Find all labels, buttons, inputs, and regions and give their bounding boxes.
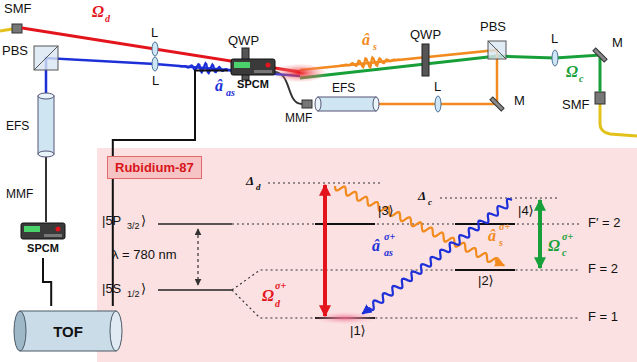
anti-stokes-beam: [46, 58, 300, 96]
stokes-packet: [340, 58, 400, 68]
symbol-label: Δ: [418, 189, 426, 202]
part-label: L: [434, 80, 441, 93]
symbol-label: s: [373, 42, 377, 52]
part-label: EFS: [332, 82, 355, 94]
fiber-connector: [12, 24, 22, 33]
level-scheme-panel: Rubidium-87: [97, 148, 637, 362]
single-mode-fiber: [600, 104, 637, 136]
mirror: [490, 97, 504, 111]
part-label: EFS: [6, 120, 29, 132]
fiber-connector: [595, 92, 605, 104]
quarter-wave-plate: [422, 44, 429, 76]
symbol-label: d: [105, 14, 110, 24]
symbol-label: c: [428, 198, 432, 207]
detector-icon: [20, 222, 66, 240]
symbol-label: as: [226, 88, 235, 98]
part-label: M: [514, 94, 525, 107]
part-label: 3/2: [127, 222, 140, 231]
part-label: |3⟩: [378, 204, 394, 217]
symbol-label: â: [488, 228, 496, 244]
coupling-transition: [538, 200, 542, 268]
symbol-label: c: [562, 248, 566, 258]
part-label: SMF: [4, 2, 31, 15]
panel-heading: Rubidium-87: [107, 156, 202, 179]
part-label: SMF: [562, 98, 589, 111]
time-of-flight-unit: TOF: [12, 306, 124, 356]
part-label: |5S: [102, 282, 121, 295]
panel-ground: [97, 148, 637, 362]
symbol-label: d: [275, 299, 280, 309]
lens: [152, 42, 158, 56]
part-label: QWP: [228, 34, 259, 47]
polarizing-beam-splitter: [34, 46, 58, 70]
symbol-label: s: [499, 238, 503, 248]
part-label: F = 2: [588, 262, 618, 275]
mirror: [593, 48, 607, 62]
part-label: |4⟩: [518, 204, 534, 217]
symbol-label: Ω: [548, 238, 560, 254]
symbol-label: â: [215, 78, 223, 94]
fiber-connector: [302, 100, 312, 108]
wavelength-arrow: [197, 229, 198, 285]
single-mode-fiber: [0, 29, 12, 31]
symbol-label: Ω: [262, 288, 274, 304]
lens: [152, 57, 158, 71]
device-label: TOF: [12, 324, 124, 339]
etalon-filter: [315, 97, 379, 111]
anti-stokes-packet: [178, 63, 235, 73]
stokes-beam: [300, 50, 497, 104]
symbol-label: d: [256, 183, 261, 192]
drive-transition: [323, 185, 327, 316]
symbol-label: as: [384, 248, 393, 258]
etalon-filter: [38, 93, 54, 157]
symbol-label: σ+: [275, 281, 286, 291]
lens: [435, 96, 441, 112]
anti-stokes-photon: [362, 199, 512, 314]
part-label: 1/2: [127, 290, 140, 299]
part-label: ⟩: [141, 282, 146, 295]
device-label: SPCM: [18, 243, 68, 254]
part-label: F′ = 2: [588, 216, 620, 229]
part-label: F = 1: [588, 310, 618, 323]
symbol-label: σ+: [562, 232, 573, 242]
symbol-label: â: [372, 238, 380, 254]
detector-icon: [230, 58, 276, 76]
energy-levels: [158, 183, 580, 318]
part-label: |1⟩: [350, 324, 366, 337]
signal-cable: [113, 71, 228, 306]
lens: [552, 50, 558, 66]
part-label: |5P: [102, 214, 121, 227]
part-label: QWP: [410, 28, 441, 41]
symbol-label: σ+: [384, 232, 395, 242]
part-label: λ = 780 nm: [112, 248, 177, 261]
part-label: MMF: [6, 188, 33, 200]
multi-mode-fiber: [45, 155, 47, 222]
part-label: PBS: [480, 20, 506, 33]
photon-counter: SPCM: [228, 58, 278, 94]
part-label: L: [151, 26, 158, 39]
symbol-label: σ+: [499, 222, 510, 232]
device-label: SPCM: [228, 79, 278, 90]
part-label: |2⟩: [478, 274, 494, 287]
symbol-label: â: [362, 32, 370, 48]
part-label: MMF: [285, 112, 312, 124]
symbol-label: c: [579, 74, 583, 84]
atom-cloud: [274, 64, 326, 82]
symbol-label: Δ: [246, 174, 254, 187]
signal-cable: [43, 258, 51, 306]
photon-counter: SPCM: [18, 222, 68, 258]
part-label: L: [152, 74, 159, 87]
part-label: L: [551, 32, 558, 45]
symbol-label: Ω: [92, 4, 104, 20]
polarizing-beam-splitter: [488, 41, 506, 59]
symbol-label: Ω: [566, 64, 578, 80]
part-label: PBS: [2, 44, 28, 57]
part-label: M: [612, 36, 623, 49]
part-label: ⟩: [141, 214, 146, 227]
